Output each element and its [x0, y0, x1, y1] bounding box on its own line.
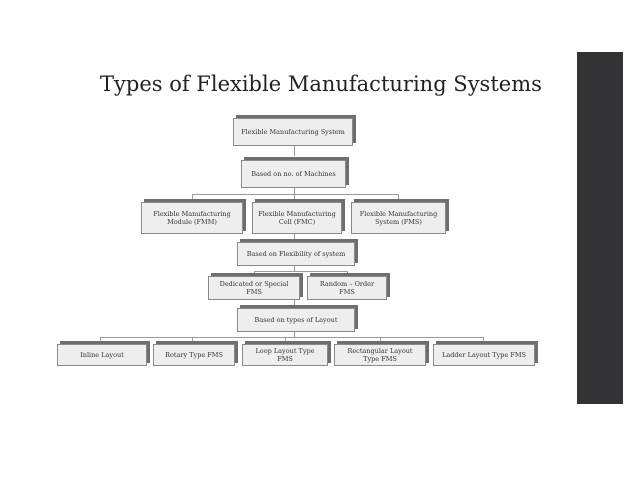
node-dedicated-fms: Dedicated or Special FMS [208, 276, 300, 300]
node-random-order-fms: Random – Order FMS [307, 276, 387, 300]
slide-side-bar [577, 52, 623, 404]
connector-bus-dedicated [254, 271, 255, 276]
node-based-on-machines: Based on no. of Machines [241, 160, 346, 188]
connector-machines-bus-h [192, 194, 399, 195]
connector-flexibility-bus-h [254, 271, 348, 272]
connector-bus-loop [285, 337, 286, 342]
node-loop-layout-fms: Loop Layout Type FMS [242, 344, 328, 366]
connector-layout-bus [294, 332, 295, 337]
connector-bus-fms [398, 194, 399, 200]
node-fmc: Flexible Manufacturing Cell (FMC) [252, 202, 342, 234]
node-flexible-manufacturing-system: Flexible Manufacturing System [233, 118, 353, 146]
node-rotary-type-fms: Rotary Type FMS [153, 344, 235, 366]
connector-layout-bus-h [100, 337, 483, 338]
connector-bus-random [347, 271, 348, 276]
connector-bus-rotary [192, 337, 193, 342]
node-based-on-layout: Based on types of Layout [237, 308, 355, 332]
node-fmm: Flexible Manufacturing Module (FMM) [141, 202, 243, 234]
node-ladder-layout-fms: Ladder Layout Type FMS [433, 344, 535, 366]
connector-bus-rect [380, 337, 381, 342]
node-fms: Flexible Manufacturing System (FMS) [351, 202, 446, 234]
connector-bus-fmc [294, 194, 295, 200]
connector-bus-ladder [483, 337, 484, 342]
node-rectangular-layout-fms: Rectangular Layout Type FMS [334, 344, 426, 366]
node-inline-layout: Inline Layout [57, 344, 147, 366]
connector-bus-inline [100, 337, 101, 342]
connector-fmc-flexibility [294, 234, 295, 242]
connector-dedicated-layout [294, 300, 295, 308]
node-based-on-flexibility: Based on Flexibility of system [237, 242, 355, 266]
connector-flexibility-bus [294, 266, 295, 271]
connector-root-machines [294, 146, 295, 156]
connector-machines-bus [294, 188, 295, 194]
connector-bus-fmm [192, 194, 193, 200]
diagram-title: Types of Flexible Manufacturing Systems [100, 72, 542, 96]
